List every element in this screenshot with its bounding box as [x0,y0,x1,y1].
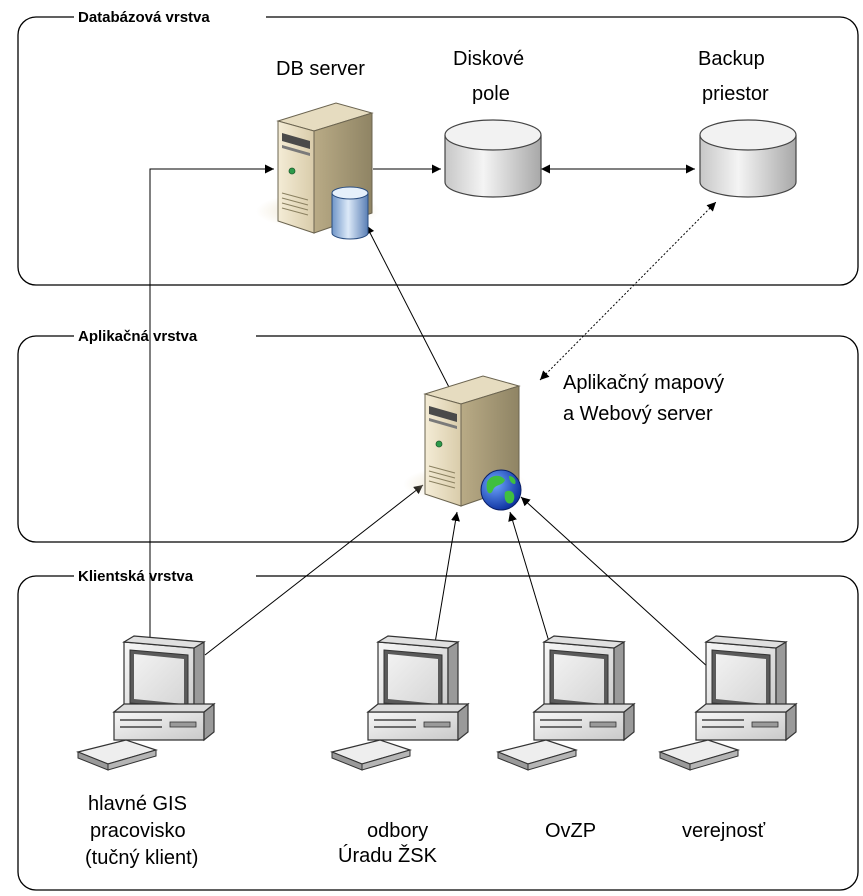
main-client-label-line1: hlavné GIS [88,793,187,815]
app-server-icon [402,375,528,511]
departments-label-line1: odbory [367,820,428,842]
ovzp-label: OvZP [545,820,596,842]
client-tier-title: Klientská vrstva [78,568,194,585]
disk-array-label-line1: Diskové [453,48,524,70]
backup-label-line2: priestor [702,83,769,105]
disk-array-icon [444,119,542,198]
application-tier-title: Aplikačná vrstva [78,328,198,345]
main-client-computer-icon [77,635,215,771]
app-to-backup-dotted-connector [539,201,717,381]
departments-label-line2: Úradu ŽSK [338,844,438,867]
public-to-app-connector [520,496,721,679]
client-tier-box [17,575,859,891]
backup-label-line1: Backup [698,48,765,70]
departments-computer-icon [331,635,469,771]
connectors [149,164,721,679]
ovzp-computer-icon [497,635,635,771]
main-client-to-app-connector [204,484,424,656]
db-server-label: DB server [276,58,365,80]
app-server-label-line1: Aplikačný mapový [563,372,724,394]
app-server-label-line2: a Webový server [563,403,713,425]
departments-to-app-connector [432,511,460,656]
database-tier-box [17,16,859,286]
public-label: verejnosť [682,820,766,842]
ovzp-to-app-connector [508,511,554,656]
globe-icon [480,469,522,511]
database-cylinder-icon [331,186,369,240]
app-to-db-connector [365,224,454,396]
disk-array-label-line2: pole [472,83,510,105]
main-client-label-line3: (tučný klient) [85,847,198,869]
application-tier-box [17,335,859,543]
db-server-icon [255,102,381,240]
database-tier-title: Databázová vrstva [78,9,210,26]
main-client-label-line2: pracovisko [90,820,186,842]
public-computer-icon [659,635,797,771]
main-client-to-db-connector [149,164,274,640]
backup-storage-icon [699,119,797,198]
